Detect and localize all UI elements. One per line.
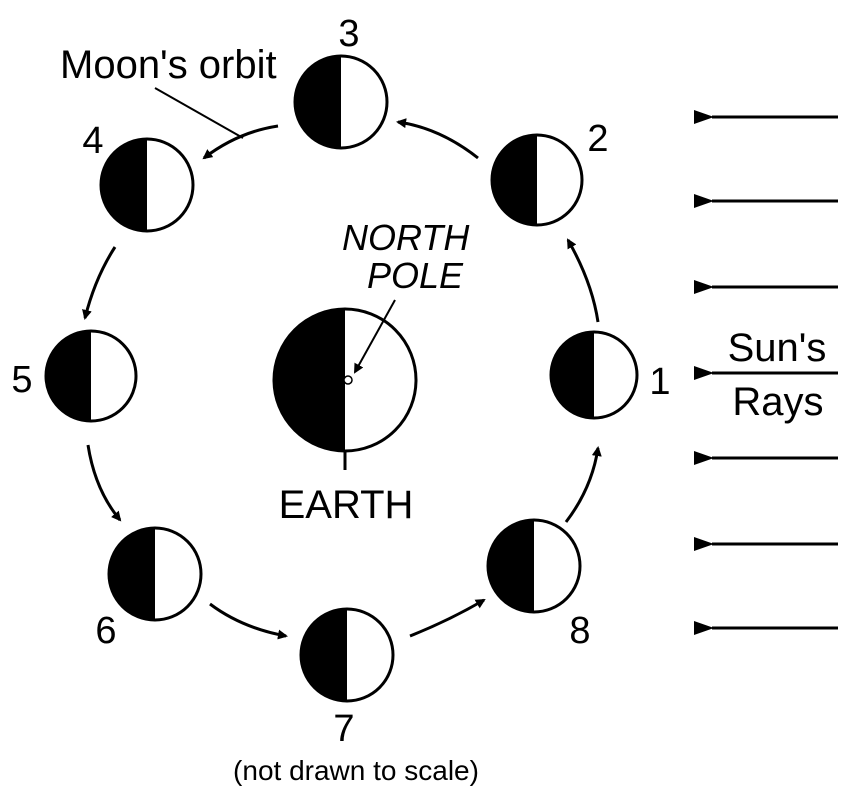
- orbit-arrow-2-3: [396, 118, 479, 160]
- orbit-arrow-6-7: [209, 602, 288, 640]
- orbit-label-leader: [154, 87, 244, 139]
- orbit-arrow-1-2: [566, 238, 600, 323]
- position-label-3: 3: [338, 13, 359, 55]
- position-label-1: 1: [649, 361, 670, 403]
- moon-8: [486, 518, 582, 614]
- position-label-5: 5: [11, 359, 32, 401]
- moon-1: [549, 330, 639, 420]
- orbit-label: Moon's orbit: [60, 43, 277, 87]
- north-pole-dot: [343, 375, 353, 385]
- moon-4: [99, 137, 195, 233]
- position-label-8: 8: [569, 610, 590, 652]
- orbit-arrow-7-8: [409, 598, 486, 638]
- position-label-2: 2: [587, 118, 608, 160]
- sun-rays-label-line2: Rays: [732, 380, 823, 424]
- north-pole-leader: [354, 299, 396, 374]
- orbit-arrow-4-5: [82, 246, 117, 320]
- position-label-7: 7: [333, 708, 354, 750]
- moon-3: [293, 54, 389, 150]
- orbit-arrow-3-4: [202, 124, 279, 160]
- earth: [272, 307, 418, 470]
- north-pole-label-line2: POLE: [367, 255, 464, 296]
- sun-rays: [694, 110, 838, 635]
- orbit-arrow-8-1: [564, 446, 602, 523]
- moon-2: [490, 133, 584, 227]
- earth-label: EARTH: [279, 483, 414, 527]
- moon-7: [299, 607, 395, 703]
- position-label-4: 4: [82, 120, 103, 162]
- sun-rays-label-line1: Sun's: [728, 326, 827, 370]
- position-label-6: 6: [95, 610, 116, 652]
- scale-note: (not drawn to scale): [233, 755, 479, 786]
- orbit-arrow-5-6: [86, 444, 122, 522]
- moon-6: [107, 526, 203, 622]
- moon-5: [44, 329, 138, 423]
- north-pole-label-line1: NORTH: [342, 217, 470, 258]
